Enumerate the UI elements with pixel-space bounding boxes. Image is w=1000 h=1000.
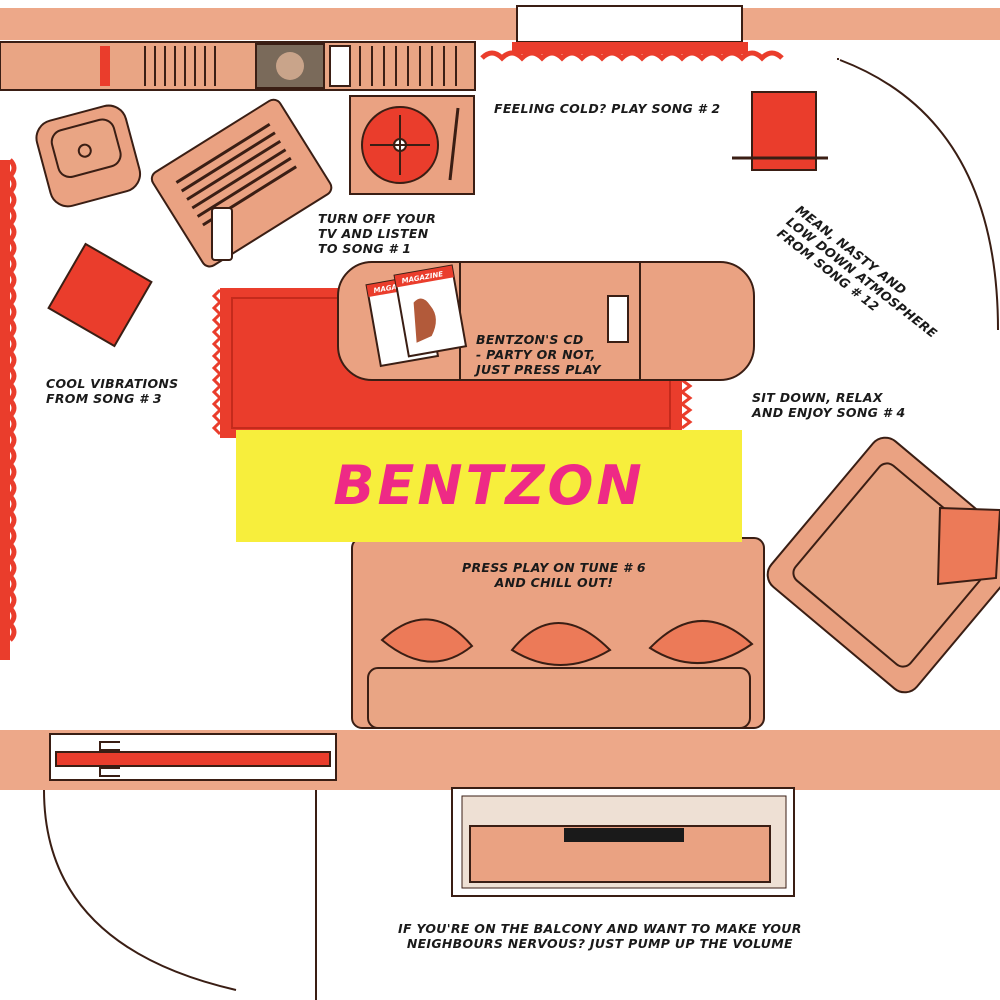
- caption-press-play: PRESS PLAY ON TUNE # 6 AND CHILL OUT!: [462, 560, 646, 590]
- caption-tv: TURN OFF YOUR TV AND LISTEN TO SONG # 1: [318, 211, 437, 256]
- remote-control: [211, 207, 233, 261]
- curtain-fringe: [480, 50, 784, 62]
- caption-balcony: IF YOU'RE ON THE BALCONY AND WANT TO MAK…: [398, 921, 802, 951]
- caption-cool-vibrations: COOL VIBRATIONS FROM SONG # 3: [46, 376, 179, 406]
- title-banner: BENTZON: [236, 430, 742, 542]
- tone-arm: [448, 107, 460, 181]
- red-record: [100, 46, 110, 86]
- cd-case: [607, 295, 629, 343]
- round-chair: [35, 104, 142, 208]
- sofa-front: [367, 667, 751, 729]
- door-arc-top: [839, 59, 999, 331]
- album-title: BENTZON: [333, 454, 645, 517]
- rug-fringe-right: [679, 378, 693, 430]
- tv-set: [150, 98, 333, 268]
- door-arc-bottom: [43, 789, 237, 991]
- top-wall: [0, 8, 1000, 40]
- magazine-front: MAGAZINE: [393, 264, 468, 358]
- window-top: [516, 5, 743, 43]
- cushion-2: [510, 622, 612, 666]
- sliding-door-bar: [55, 751, 331, 767]
- caption-feeling-cold: FEELING COLD? PLAY SONG # 2: [494, 101, 721, 116]
- record-spines: [144, 46, 457, 86]
- rug-fringe-left: [211, 288, 223, 436]
- armchair-cushion: [936, 506, 1000, 586]
- sideboard-handle: [564, 828, 684, 842]
- caption-cd: BENTZON'S CD - PARTY OR NOT, JUST PRESS …: [476, 332, 601, 377]
- speaker-box: [329, 45, 351, 87]
- photo-face: [276, 52, 304, 80]
- cushion-1: [380, 618, 474, 663]
- record-shelf: [0, 41, 476, 91]
- cushion-3: [648, 620, 754, 665]
- caption-sit-down: SIT DOWN, RELAX AND ENJOY SONG # 4: [752, 390, 906, 420]
- left-rug: [0, 160, 10, 660]
- left-rug-fringe: [6, 158, 17, 642]
- red-stool: [47, 242, 153, 348]
